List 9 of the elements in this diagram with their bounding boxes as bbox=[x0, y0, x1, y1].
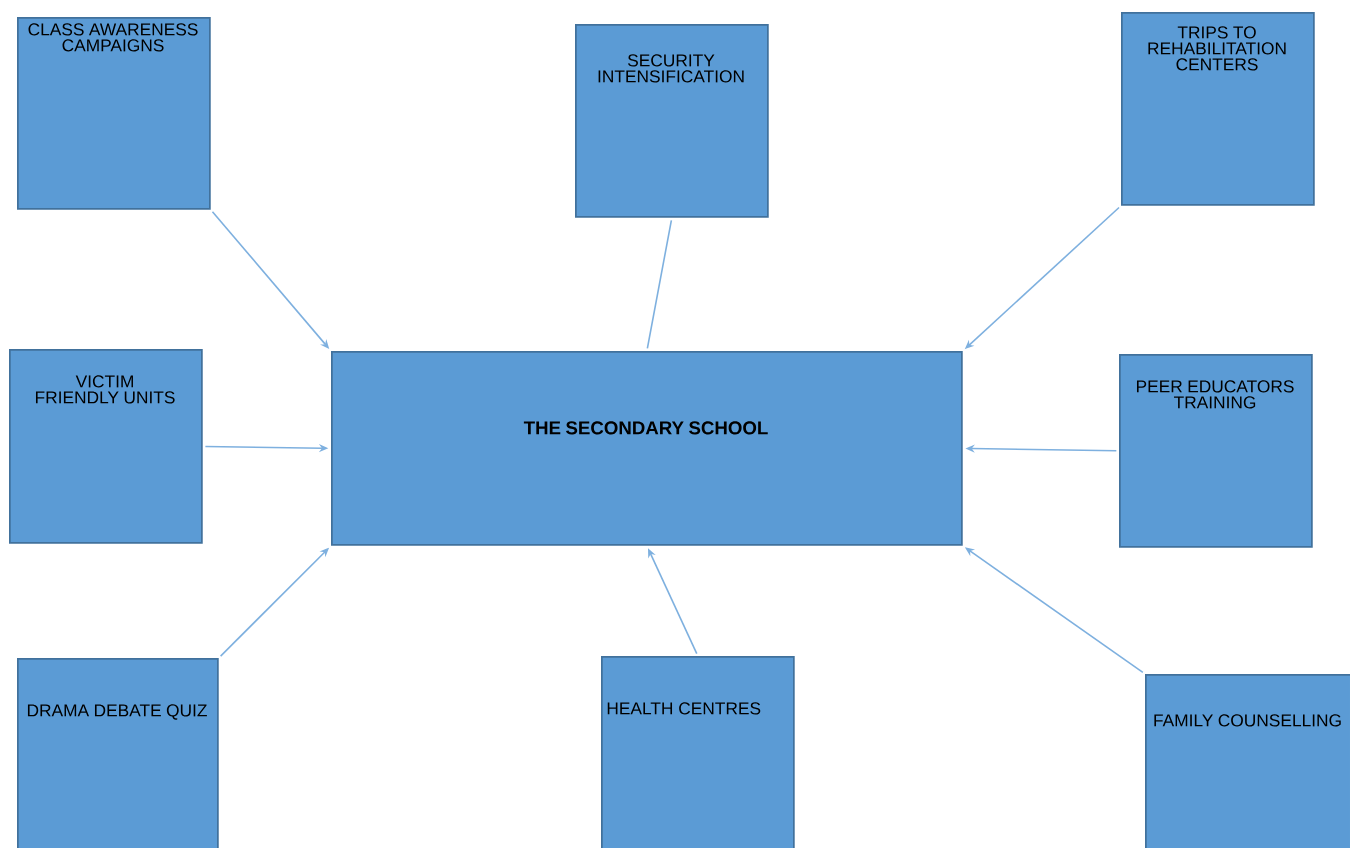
process-box: SECURITY INTENSIFICATION bbox=[575, 24, 769, 218]
process-box: HEALTH CENTRES bbox=[601, 656, 795, 848]
process-box: FAMILY COUNSELLING bbox=[1145, 674, 1350, 848]
process-box: DRAMA DEBATE QUIZ bbox=[17, 658, 219, 848]
center-box: THE SECONDARY SCHOOL bbox=[331, 351, 963, 546]
process-box: TRIPS TO REHABILITATION CENTERS bbox=[1121, 12, 1315, 206]
process-box: CLASS AWARENESS CAMPAIGNS bbox=[17, 17, 211, 210]
process-box: VICTIM FRIENDLY UNITS bbox=[9, 349, 203, 544]
process-box: PEER EDUCATORS TRAINING bbox=[1119, 354, 1313, 548]
